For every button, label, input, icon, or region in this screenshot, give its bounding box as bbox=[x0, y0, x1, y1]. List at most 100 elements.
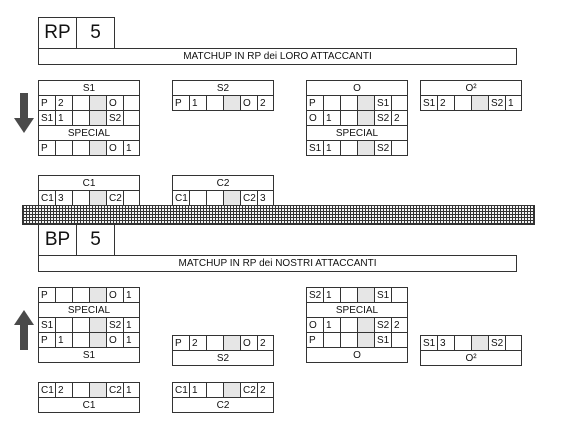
cell: P bbox=[39, 333, 56, 348]
cell: O bbox=[307, 111, 324, 126]
bp-s2-title: S2 bbox=[173, 351, 274, 366]
cell: C1 bbox=[173, 383, 190, 398]
cell: S2 bbox=[375, 111, 392, 126]
cell: S1 bbox=[375, 288, 392, 303]
cell bbox=[506, 336, 522, 351]
bp-o-block: S2 1 S1 SPECIAL O 1 S2 2 P S1 O bbox=[306, 287, 408, 363]
cell bbox=[224, 383, 241, 398]
cell bbox=[358, 96, 375, 111]
rp-c1-title: C1 bbox=[39, 176, 140, 191]
cell bbox=[56, 318, 73, 333]
cell bbox=[124, 191, 140, 206]
cell: S1 bbox=[307, 141, 324, 156]
rp-o-title: O bbox=[307, 81, 408, 96]
cell: P bbox=[39, 96, 56, 111]
cell bbox=[73, 383, 90, 398]
bp-c1-block: C1 2 C2 1 C1 bbox=[38, 382, 140, 413]
special-label: SPECIAL bbox=[39, 303, 140, 318]
cell bbox=[90, 383, 107, 398]
cell bbox=[455, 336, 472, 351]
cell: S2 bbox=[375, 141, 392, 156]
cell: 1 bbox=[124, 333, 140, 348]
cell bbox=[324, 96, 341, 111]
bp-c2-block: C1 1 C2 2 C2 bbox=[172, 382, 274, 413]
cell: P bbox=[173, 336, 190, 351]
cell bbox=[358, 333, 375, 348]
bp-s1-title: S1 bbox=[39, 348, 140, 363]
cell: 2 bbox=[56, 96, 73, 111]
cell bbox=[392, 333, 408, 348]
cell bbox=[341, 318, 358, 333]
cell bbox=[73, 141, 90, 156]
cell: 2 bbox=[258, 336, 274, 351]
cell: 3 bbox=[438, 336, 455, 351]
cell: O bbox=[307, 318, 324, 333]
cell bbox=[207, 96, 224, 111]
cell: C2 bbox=[107, 191, 124, 206]
cell: 2 bbox=[438, 96, 455, 111]
cell: S2 bbox=[307, 288, 324, 303]
cell: 2 bbox=[392, 318, 408, 333]
cell bbox=[358, 318, 375, 333]
rp-s2-block: S2 P 1 O 2 bbox=[172, 80, 274, 111]
cell: 2 bbox=[56, 383, 73, 398]
rp-s1-block: S1 P 2 O S1 1 S2 SPECIAL P O 1 bbox=[38, 80, 140, 156]
cell bbox=[392, 288, 408, 303]
cell bbox=[324, 333, 341, 348]
cell: 2 bbox=[190, 336, 207, 351]
cell bbox=[73, 191, 90, 206]
cell: S2 bbox=[489, 336, 506, 351]
cell: 1 bbox=[190, 383, 207, 398]
cell: P bbox=[173, 96, 190, 111]
cell: 1 bbox=[324, 318, 341, 333]
special-label: SPECIAL bbox=[307, 303, 408, 318]
cell bbox=[73, 288, 90, 303]
cell: O bbox=[107, 96, 124, 111]
cell: 2 bbox=[392, 111, 408, 126]
cell bbox=[224, 191, 241, 206]
special-label: SPECIAL bbox=[307, 126, 408, 141]
cell bbox=[90, 111, 107, 126]
cell: C1 bbox=[173, 191, 190, 206]
cell: S2 bbox=[489, 96, 506, 111]
cell: S2 bbox=[375, 318, 392, 333]
cell bbox=[472, 336, 489, 351]
rp-label: RP bbox=[38, 17, 77, 49]
bp-s2-block: P 2 O 2 S2 bbox=[172, 335, 274, 366]
bp-o-title: O bbox=[307, 348, 408, 363]
cell bbox=[207, 191, 224, 206]
cell bbox=[341, 111, 358, 126]
cell bbox=[73, 333, 90, 348]
cell bbox=[90, 333, 107, 348]
special-label: SPECIAL bbox=[39, 126, 140, 141]
rp-c2-title: C2 bbox=[173, 176, 274, 191]
cell bbox=[341, 333, 358, 348]
cell: P bbox=[307, 96, 324, 111]
cell: C1 bbox=[39, 383, 56, 398]
cell: S1 bbox=[39, 318, 56, 333]
cell: O bbox=[241, 336, 258, 351]
cell: O bbox=[107, 333, 124, 348]
rp-c1-block: C1 C1 3 C2 bbox=[38, 175, 140, 206]
cell bbox=[472, 96, 489, 111]
cell bbox=[124, 96, 140, 111]
cell: P bbox=[39, 141, 56, 156]
bp-banner: MATCHUP IN RP dei NOSTRI ATTACCANTI bbox=[38, 255, 517, 272]
cell: S2 bbox=[107, 111, 124, 126]
cell bbox=[207, 336, 224, 351]
bp-c1-title: C1 bbox=[39, 398, 140, 413]
cell: 2 bbox=[258, 383, 274, 398]
bp-o2-block: S1 3 S2 O² bbox=[420, 335, 522, 366]
cell: 1 bbox=[124, 288, 140, 303]
cell: 1 bbox=[56, 333, 73, 348]
cell bbox=[124, 111, 140, 126]
rp-s1-title: S1 bbox=[39, 81, 140, 96]
cell bbox=[358, 111, 375, 126]
cell: S2 bbox=[107, 318, 124, 333]
cell bbox=[90, 191, 107, 206]
bp-label: BP bbox=[38, 224, 77, 256]
cell bbox=[90, 141, 107, 156]
cell: 1 bbox=[324, 288, 341, 303]
cell: 1 bbox=[324, 111, 341, 126]
bp-o2-title: O² bbox=[421, 351, 522, 366]
